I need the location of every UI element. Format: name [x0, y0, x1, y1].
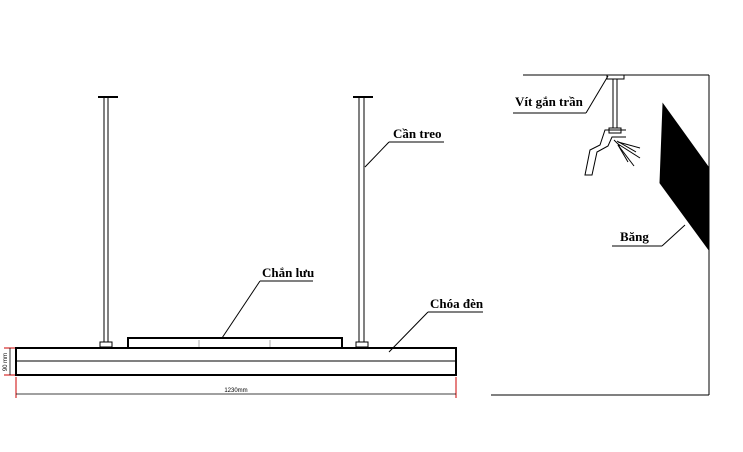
reflector-label: Chóa đèn: [430, 296, 484, 311]
tape-label: Băng: [620, 229, 649, 244]
length-dimension-label: 1230mm: [224, 388, 247, 394]
right-hanging-rod: [353, 96, 373, 348]
height-dimension-label: 90 mm: [3, 353, 9, 371]
left-hanging-rod: [98, 96, 118, 348]
baffle-label: Chắn lưu: [262, 265, 314, 280]
ceiling-screw-label: Vít gắn trần: [515, 94, 584, 109]
hanging-rod-callout: Cần treo: [364, 126, 444, 168]
front-elevation: 1230mm 90 mm Cần treo Chắn lưu Chóa đèn: [3, 96, 484, 398]
reflector-body: [15, 347, 457, 376]
tape-strip: [659, 102, 710, 252]
hanging-rod-label: Cần treo: [393, 126, 442, 141]
reflector-callout: Chóa đèn: [388, 296, 484, 353]
ceiling-screw-callout: Vít gắn trần: [513, 75, 609, 114]
tape-callout: Băng: [612, 224, 686, 247]
baffle-callout: Chắn lưu: [221, 265, 314, 339]
reflector-profile: [584, 129, 626, 176]
length-dimension: 1230mm: [15, 377, 457, 398]
height-dimension: 90 mm: [3, 347, 15, 376]
lamp-rays: [613, 139, 641, 167]
ceiling-mount: [606, 74, 625, 134]
side-detail: Vít gắn trần Băng: [491, 74, 710, 396]
baffle: [127, 337, 343, 349]
